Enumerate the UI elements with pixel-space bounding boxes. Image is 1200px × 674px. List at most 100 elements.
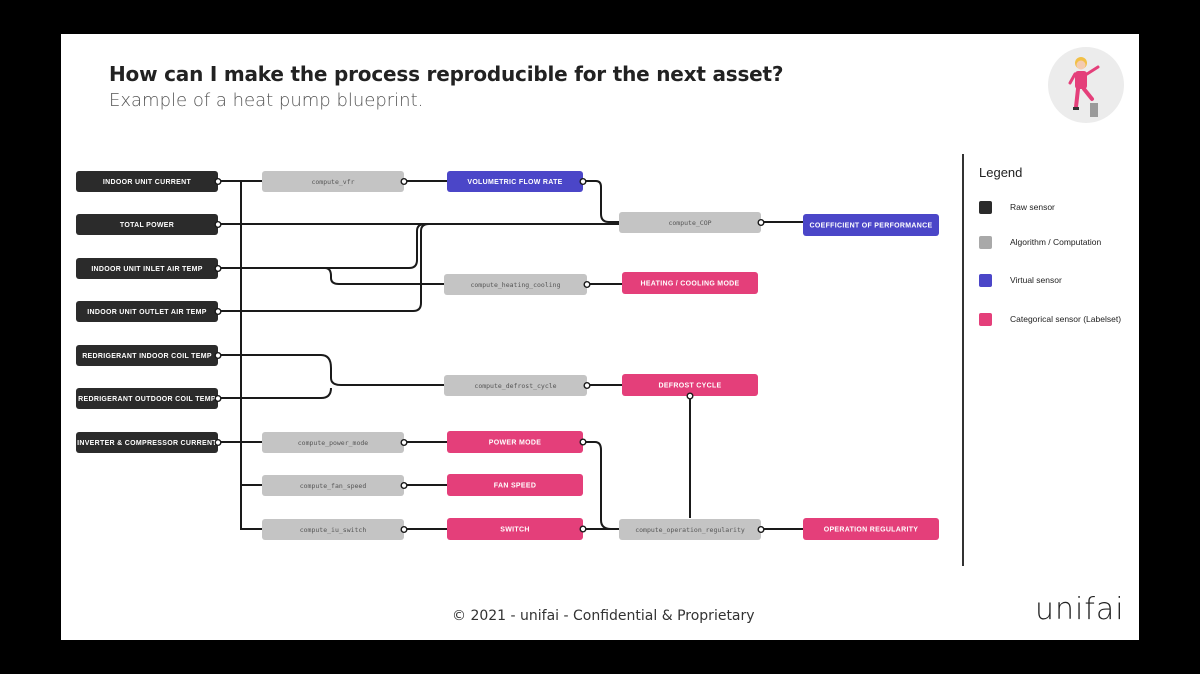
node-box bbox=[803, 214, 939, 236]
node-coefficient-of-performance: COEFFICIENT OF PERFORMANCE bbox=[803, 214, 939, 236]
unifai-logo: unifai bbox=[1035, 592, 1125, 627]
node-redrigerant-outdoor-coil-temp: REDRIGERANT OUTDOOR COIL TEMP bbox=[76, 388, 222, 409]
node-box bbox=[447, 431, 583, 453]
node-label: DEFROST CYCLE bbox=[658, 383, 721, 390]
legend-title: Legend bbox=[979, 165, 1023, 180]
node-power-mode: POWER MODE bbox=[447, 431, 587, 453]
output-port bbox=[400, 482, 408, 490]
output-port bbox=[400, 439, 408, 447]
node-box bbox=[76, 301, 218, 322]
node-box bbox=[262, 475, 404, 496]
wire bbox=[217, 223, 426, 269]
node-label: compute_heating_cooling bbox=[470, 281, 560, 289]
node-label: compute_fan_speed bbox=[300, 482, 367, 490]
output-port bbox=[214, 264, 222, 272]
node-label: compute_COP bbox=[668, 219, 711, 227]
node-operation-regularity: OPERATION REGULARITY bbox=[803, 518, 939, 540]
output-port bbox=[214, 308, 222, 316]
legend-divider bbox=[962, 154, 964, 566]
output-port bbox=[214, 352, 222, 360]
node-label: REDRIGERANT INDOOR COIL TEMP bbox=[82, 353, 212, 360]
node-label: HEATING / COOLING MODE bbox=[640, 281, 739, 288]
wire bbox=[217, 387, 332, 399]
output-port bbox=[583, 280, 591, 288]
node-label: SWITCH bbox=[500, 527, 529, 534]
node-redrigerant-indoor-coil-temp: REDRIGERANT INDOOR COIL TEMP bbox=[76, 345, 222, 366]
legend-swatch bbox=[979, 236, 992, 249]
blueprint-diagram: INDOOR UNIT CURRENT TOTAL POWER INDOOR UNI… bbox=[76, 171, 939, 540]
node-box bbox=[76, 258, 218, 279]
output-port bbox=[579, 438, 587, 446]
node-box bbox=[447, 518, 583, 540]
node-label: COEFFICIENT OF PERFORMANCE bbox=[810, 223, 933, 230]
node-defrost-cycle: DEFROST CYCLE bbox=[622, 374, 758, 400]
legend-label: Raw sensor bbox=[1010, 202, 1055, 212]
node-compute-iu-switch: compute_iu_switch bbox=[262, 519, 408, 540]
person-illustration-icon bbox=[1068, 57, 1100, 117]
diagram-nodes: INDOOR UNIT CURRENT TOTAL POWER INDOOR UNI… bbox=[76, 171, 939, 540]
node-box bbox=[619, 519, 761, 540]
node-compute-vfr: compute_vfr bbox=[262, 171, 408, 192]
output-port bbox=[757, 526, 765, 534]
node-label: TOTAL POWER bbox=[120, 222, 174, 229]
output-port bbox=[214, 177, 222, 185]
node-indoor-unit-current: INDOOR UNIT CURRENT bbox=[76, 171, 222, 192]
legend-swatch bbox=[979, 313, 992, 326]
node-box bbox=[803, 518, 939, 540]
output-port bbox=[579, 177, 587, 185]
node-label: OPERATION REGULARITY bbox=[824, 527, 919, 534]
legend-label: Categorical sensor (Labelset) bbox=[1010, 314, 1122, 324]
node-label: REDRIGERANT OUTDOOR COIL TEMP bbox=[78, 396, 216, 403]
legend-swatch bbox=[979, 274, 992, 287]
node-inverter-compressor-current: INVERTER & COMPRESSOR CURRENT bbox=[76, 432, 222, 453]
node-box bbox=[76, 388, 218, 409]
legend-label: Virtual sensor bbox=[1010, 275, 1062, 285]
node-box bbox=[444, 375, 587, 396]
node-label: compute_defrost_cycle bbox=[474, 382, 556, 390]
slide-subtitle: Example of a heat pump blueprint. bbox=[109, 90, 424, 111]
node-box bbox=[447, 171, 583, 192]
node-box bbox=[622, 374, 758, 396]
wire bbox=[217, 354, 444, 386]
node-box bbox=[262, 171, 404, 192]
node-label: INDOOR UNIT OUTLET AIR TEMP bbox=[87, 309, 206, 316]
node-total-power: TOTAL POWER bbox=[76, 214, 222, 235]
node-compute-defrost-cycle: compute_defrost_cycle bbox=[444, 375, 591, 396]
wire bbox=[583, 441, 619, 530]
node-box bbox=[76, 345, 218, 366]
node-compute-operation-regularity: compute_operation_regularity bbox=[619, 519, 765, 540]
node-box bbox=[76, 171, 218, 192]
connection-wires bbox=[217, 180, 803, 530]
node-fan-speed: FAN SPEED bbox=[447, 474, 583, 496]
node-box bbox=[76, 214, 218, 235]
node-box bbox=[76, 432, 218, 453]
output-port bbox=[686, 392, 694, 400]
legend-swatch bbox=[979, 201, 992, 214]
output-port bbox=[757, 218, 765, 226]
wire bbox=[217, 267, 444, 285]
node-label: POWER MODE bbox=[489, 440, 541, 447]
node-box bbox=[444, 274, 587, 295]
node-box bbox=[622, 272, 758, 294]
node-indoor-unit-outlet-air-temp: INDOOR UNIT OUTLET AIR TEMP bbox=[76, 301, 222, 322]
node-label: compute_operation_regularity bbox=[635, 526, 745, 534]
node-label: FAN SPEED bbox=[494, 483, 536, 490]
node-heating-cooling-mode: HEATING / COOLING MODE bbox=[622, 272, 758, 294]
node-compute-heating-cooling: compute_heating_cooling bbox=[444, 274, 591, 295]
node-label: compute_power_mode bbox=[298, 439, 369, 447]
node-volumetric-flow-rate: VOLUMETRIC FLOW RATE bbox=[447, 171, 587, 192]
slide-title: How can I make the process reproducible … bbox=[109, 62, 784, 86]
footer-text: © 2021 - unifai - Confidential & Proprie… bbox=[452, 608, 755, 624]
node-label: compute_iu_switch bbox=[300, 526, 367, 534]
node-box bbox=[262, 519, 404, 540]
wire bbox=[217, 223, 430, 312]
node-label: INVERTER & COMPRESSOR CURRENT bbox=[77, 440, 217, 447]
node-label: INDOOR UNIT CURRENT bbox=[103, 179, 192, 186]
node-compute-power-mode: compute_power_mode bbox=[262, 432, 408, 453]
output-port bbox=[579, 525, 587, 533]
node-label: VOLUMETRIC FLOW RATE bbox=[467, 179, 562, 186]
output-port bbox=[400, 177, 408, 185]
node-box bbox=[619, 212, 761, 233]
node-label: compute_vfr bbox=[311, 178, 354, 186]
node-compute-fan-speed: compute_fan_speed bbox=[262, 475, 408, 496]
